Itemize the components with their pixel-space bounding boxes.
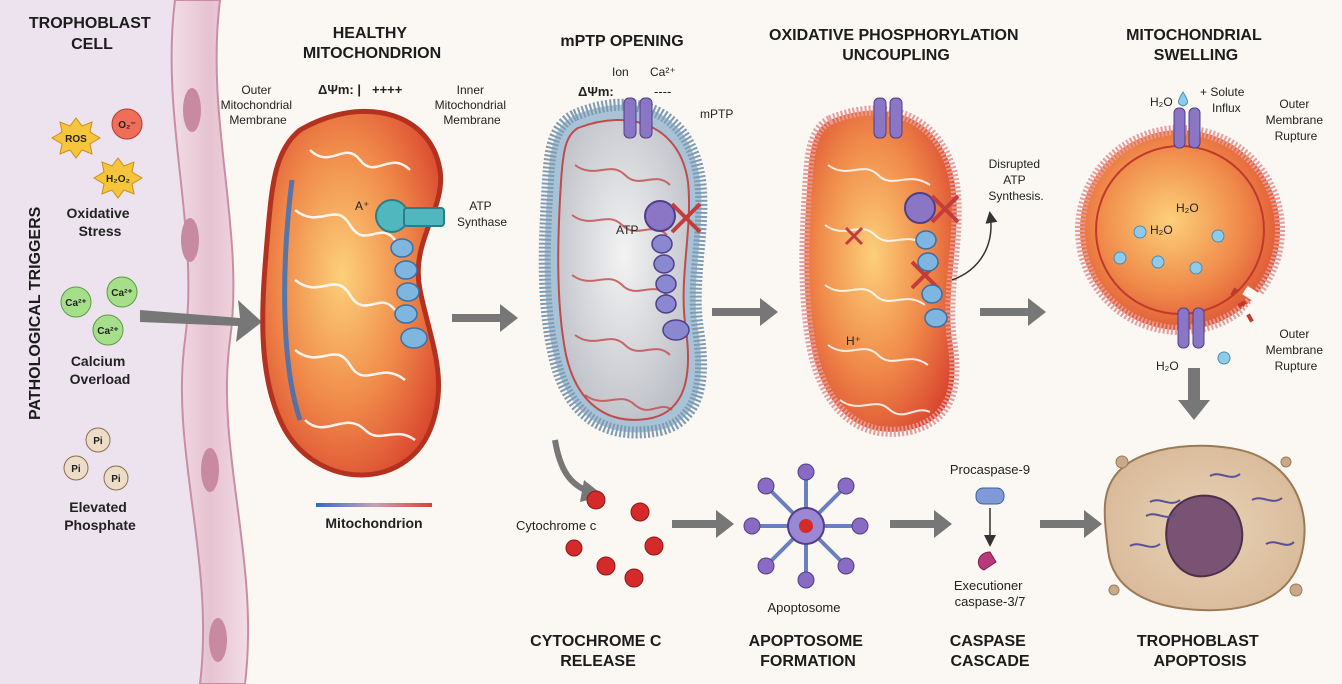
ion-label: Ion xyxy=(612,65,629,79)
executioner-caspase-icon xyxy=(978,552,996,570)
superoxide-icon: O₂⁻ xyxy=(112,109,142,139)
outer-membrane-rupture-bottom: Outer Membrane Rupture xyxy=(1266,327,1327,373)
outer-membrane-label: Outer Mitochondrial Membrane xyxy=(221,83,296,127)
executioner-caspase-label: Executioner caspase-3/7 xyxy=(954,578,1026,609)
svg-text:Ca²⁺: Ca²⁺ xyxy=(111,288,132,299)
mptp-atp-label: ATP xyxy=(616,223,638,237)
pathological-triggers-label: PATHOLOGICAL TRIGGERS xyxy=(27,206,44,420)
mptp-mitochondrion xyxy=(545,98,702,432)
cytochrome-c-molecules xyxy=(566,491,663,587)
healthy-title: HEALTHY MITOCHONDRION xyxy=(303,25,441,62)
uncoupling-proton-label: H⁺ xyxy=(846,334,861,348)
svg-text:Ca²⁺: Ca²⁺ xyxy=(97,326,118,337)
swollen-mitochondrion xyxy=(1080,92,1280,364)
cytochrome-c-label: Cytochrome c xyxy=(516,518,597,533)
water-label-top: H₂O xyxy=(1150,95,1173,109)
arrow-icon xyxy=(890,510,952,538)
uncoupling-mitochondrion xyxy=(804,98,991,432)
procaspase-label: Procaspase-9 xyxy=(950,462,1030,477)
mptp-potential-dashes: ---- xyxy=(654,84,671,99)
cytochrome-release-title: CYTOCHROME C RELEASE xyxy=(530,633,666,670)
svg-text:Pi: Pi xyxy=(71,464,81,475)
svg-text:Pi: Pi xyxy=(93,436,103,447)
swelling-title: MITOCHONDRIAL SWELLING xyxy=(1126,27,1266,64)
procaspase-icon xyxy=(976,488,1004,504)
water-label-center-a: H₂O xyxy=(1176,201,1199,215)
water-label-center-b: H₂O xyxy=(1150,223,1173,237)
trophoblast-apoptosis-title: TROPHOBLAST APOPTOSIS xyxy=(1137,633,1263,670)
uncoupling-title: OXIDATIVE PHOSPHORYLATION UNCOUPLING xyxy=(769,27,1023,64)
arrow-icon xyxy=(980,298,1046,326)
ca-label: Ca²⁺ xyxy=(650,65,676,79)
apoptosome-label: Apoptosome xyxy=(768,600,841,615)
atp-synthase-label: ATP Synthase xyxy=(457,199,507,229)
apoptosome-formation-title: APOPTOSOME FORMATION xyxy=(749,633,868,670)
svg-text:Ca²⁺: Ca²⁺ xyxy=(65,298,86,309)
potential-gradient-bar xyxy=(316,503,432,507)
mptp-pore-label: mPTP xyxy=(700,107,733,121)
mptp-potential-label: ΔΨm: xyxy=(578,84,614,99)
solute-influx-label: + Solute Influx xyxy=(1200,85,1248,115)
arrow-icon xyxy=(1040,510,1102,538)
arrow-icon xyxy=(452,304,518,332)
caspase-cascade-title: CASPASE CASCADE xyxy=(950,633,1031,670)
inner-membrane-label: Inner Mitochondrial Membrane xyxy=(435,83,510,127)
svg-text:O₂⁻: O₂⁻ xyxy=(118,120,136,131)
arrow-icon xyxy=(712,298,778,326)
mptp-title: mPTP OPENING xyxy=(560,33,683,50)
svg-text:H₂O₂: H₂O₂ xyxy=(106,174,130,185)
potential-plus: ++++ xyxy=(372,82,403,97)
water-label-bottom: H₂O xyxy=(1156,359,1179,373)
disrupted-atp-label: Disrupted ATP Synthesis. xyxy=(988,157,1043,203)
potential-label: ΔΨm: | xyxy=(318,82,361,97)
apoptosome-icon xyxy=(744,464,868,588)
healthy-mitochondrion xyxy=(263,111,444,475)
arrow-icon xyxy=(672,510,734,538)
mitochondrion-legend-label: Mitochondrion xyxy=(325,515,422,531)
outer-membrane-rupture-top: Outer Membrane Rupture xyxy=(1266,97,1327,143)
down-arrow-icon xyxy=(1178,368,1210,420)
apoptotic-cell-icon xyxy=(1105,446,1305,610)
svg-text:Pi: Pi xyxy=(111,474,121,485)
proton-label: A⁺ xyxy=(355,199,369,213)
svg-text:ROS: ROS xyxy=(65,134,87,145)
